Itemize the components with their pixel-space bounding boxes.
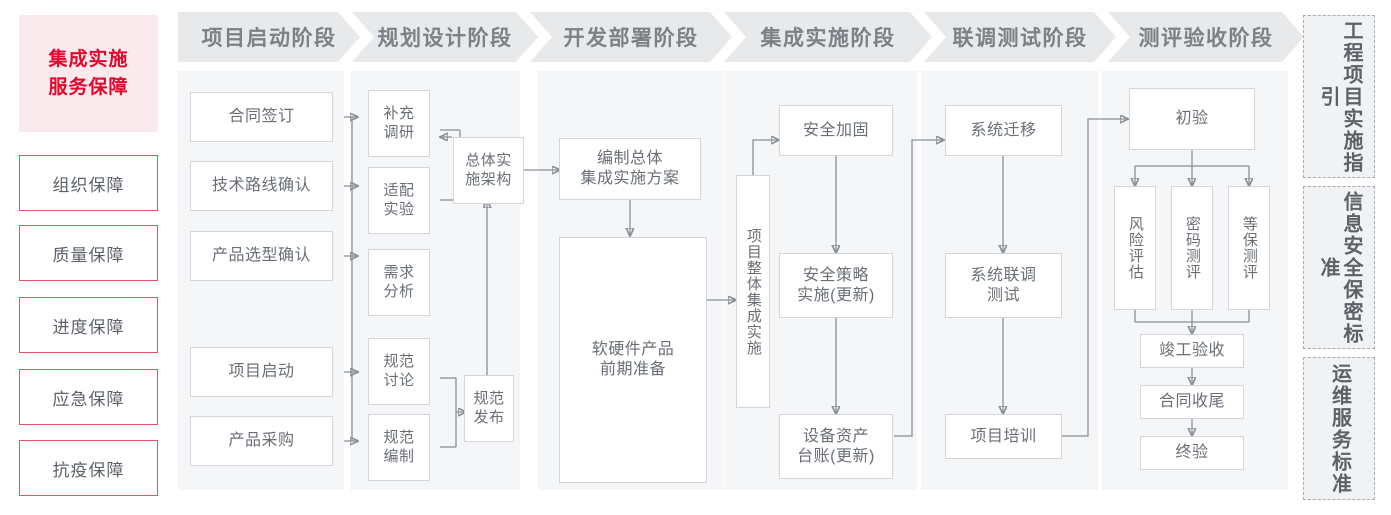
standard-ops[interactable]: 运维服务标准 bbox=[1303, 357, 1375, 500]
banner-integration: 集成实施阶段 bbox=[724, 12, 932, 62]
banner-initiation: 项目启动阶段 bbox=[178, 12, 360, 62]
guarantee-item-1[interactable]: 质量保障 bbox=[19, 225, 158, 281]
node-kickoff[interactable]: 项目启动 bbox=[190, 347, 333, 397]
node-require[interactable]: 需求 分析 bbox=[368, 249, 430, 316]
node-survey[interactable]: 补充 调研 bbox=[368, 90, 430, 157]
node-overall[interactable]: 项目整体集成实施 bbox=[736, 175, 770, 408]
guarantee-item-3[interactable]: 应急保障 bbox=[19, 369, 158, 425]
node-crypto[interactable]: 密码测评 bbox=[1171, 186, 1213, 310]
banner-acceptance: 测评验收阶段 bbox=[1108, 12, 1304, 62]
node-endacc[interactable]: 终验 bbox=[1140, 436, 1244, 470]
guarantee-item-2[interactable]: 进度保障 bbox=[19, 297, 158, 353]
standard-engineering-label: 工程项目实施指引 bbox=[1317, 19, 1362, 174]
page-title: 集成实施 服务保障 bbox=[19, 15, 158, 132]
node-specpub[interactable]: 规范 发布 bbox=[464, 375, 514, 442]
node-harden[interactable]: 安全加固 bbox=[779, 105, 893, 156]
banner-planning: 规划设计阶段 bbox=[352, 12, 538, 62]
node-specdisc[interactable]: 规范 讨论 bbox=[368, 338, 430, 405]
banner-jointtest: 联调测试阶段 bbox=[924, 12, 1116, 62]
node-plan[interactable]: 编制总体 集成实施方案 bbox=[559, 138, 701, 200]
node-closeout[interactable]: 合同收尾 bbox=[1140, 385, 1244, 419]
node-specwrite[interactable]: 规范 编制 bbox=[368, 414, 430, 481]
standard-security-label: 信息安全保密标准 bbox=[1317, 190, 1362, 345]
node-adapt[interactable]: 适配 实验 bbox=[368, 167, 430, 234]
standard-security[interactable]: 信息安全保密标准 bbox=[1303, 186, 1375, 349]
node-mlps[interactable]: 等保测评 bbox=[1228, 186, 1270, 310]
node-techroute[interactable]: 技术路线确认 bbox=[190, 161, 333, 211]
standard-ops-label: 运维服务标准 bbox=[1328, 362, 1351, 495]
node-training[interactable]: 项目培训 bbox=[945, 414, 1062, 459]
standard-engineering[interactable]: 工程项目实施指引 bbox=[1303, 15, 1375, 178]
node-initacc[interactable]: 初验 bbox=[1129, 88, 1255, 150]
node-policy[interactable]: 安全策略 实施(更新) bbox=[779, 253, 893, 318]
node-jointest[interactable]: 系统联调 测试 bbox=[945, 253, 1062, 318]
node-product[interactable]: 产品选型确认 bbox=[190, 231, 333, 281]
node-prepare[interactable]: 软硬件产品 前期准备 bbox=[559, 237, 707, 483]
node-risk[interactable]: 风险评估 bbox=[1114, 186, 1156, 310]
node-finalacc[interactable]: 竣工验收 bbox=[1140, 334, 1244, 368]
node-contract[interactable]: 合同签订 bbox=[190, 92, 333, 142]
node-purchase[interactable]: 产品采购 bbox=[190, 416, 333, 466]
node-assets[interactable]: 设备资产 台账(更新) bbox=[779, 414, 893, 479]
node-migrate[interactable]: 系统迁移 bbox=[945, 105, 1062, 156]
banner-deploy: 开发部署阶段 bbox=[530, 12, 732, 62]
guarantee-item-0[interactable]: 组织保障 bbox=[19, 155, 158, 211]
node-arch[interactable]: 总体实 施架构 bbox=[453, 137, 524, 204]
guarantee-item-4[interactable]: 抗疫保障 bbox=[19, 440, 158, 496]
